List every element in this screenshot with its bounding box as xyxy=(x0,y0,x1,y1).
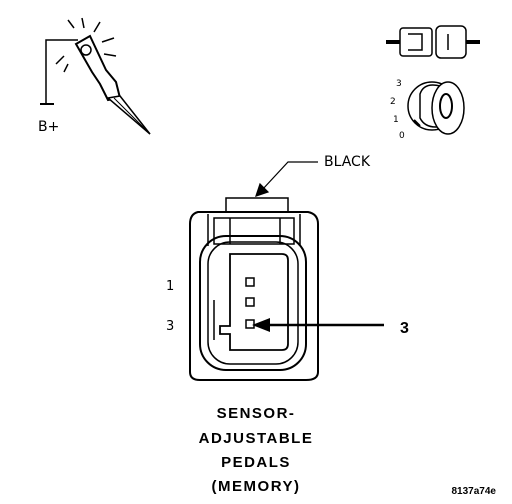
key-position-3: 3 xyxy=(396,79,402,89)
test-light-icon xyxy=(40,17,151,135)
connector-body xyxy=(189,197,319,381)
wire-color-label: BLACK xyxy=(324,154,371,170)
pin-number-1: 1 xyxy=(166,279,174,294)
pin-terminal-3 xyxy=(245,319,255,329)
connector-icon xyxy=(386,25,480,59)
caption-line-2: ADJUSTABLE xyxy=(199,430,314,447)
pin-terminal-1 xyxy=(245,277,255,287)
pin-terminal-2 xyxy=(245,297,255,307)
caption-line-4: (MEMORY) xyxy=(212,478,301,495)
ignition-key-icon xyxy=(407,81,465,135)
caption-line-3: PEDALS xyxy=(221,454,291,471)
key-position-1: 1 xyxy=(393,115,399,125)
key-position-2: 2 xyxy=(390,97,396,107)
figure-id: 8137a74e xyxy=(452,486,497,497)
wire-color-leader xyxy=(255,161,318,197)
callout-number: 3 xyxy=(400,320,409,337)
caption-line-1: SENSOR- xyxy=(217,405,296,422)
pin-number-3: 3 xyxy=(166,319,174,334)
callout-arrow xyxy=(252,318,384,332)
key-position-0: 0 xyxy=(399,131,405,141)
battery-label: B+ xyxy=(38,119,59,135)
